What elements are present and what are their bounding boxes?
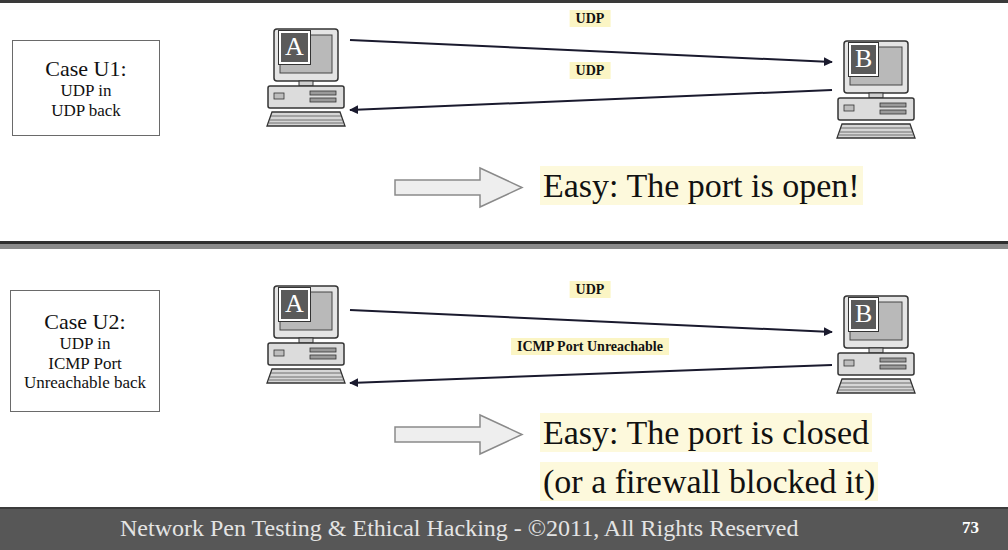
top-rule bbox=[0, 0, 1008, 3]
footer-bar bbox=[0, 507, 1008, 550]
host-letter: B bbox=[849, 298, 878, 331]
result-arrow bbox=[395, 168, 522, 207]
host-letter: A bbox=[279, 288, 310, 321]
message-label: UDP bbox=[570, 281, 611, 298]
message-label: ICMP Port Unreachable bbox=[511, 338, 669, 355]
page-number: 73 bbox=[962, 518, 979, 538]
message-arrow bbox=[350, 90, 832, 110]
computer-icon: A bbox=[266, 285, 346, 385]
host-letter: A bbox=[279, 31, 310, 64]
message-label: UDP bbox=[570, 10, 611, 27]
footer-rule bbox=[0, 507, 1008, 509]
case-description: UDP back bbox=[18, 101, 154, 121]
case-box: Case U2:UDP inICMP Port Unreachable back bbox=[10, 290, 160, 412]
computer-icon: B bbox=[836, 295, 916, 395]
message-arrow bbox=[350, 310, 832, 332]
case-description: UDP in bbox=[18, 81, 154, 101]
result-text: (or a firewall blocked it) bbox=[540, 462, 878, 501]
result-arrow bbox=[395, 415, 522, 454]
result-text: Easy: The port is closed bbox=[540, 413, 872, 452]
host-letter: B bbox=[849, 43, 878, 76]
computer-icon: B bbox=[836, 40, 916, 140]
message-arrow bbox=[350, 365, 832, 383]
message-label: UDP bbox=[570, 62, 611, 79]
divider-band bbox=[0, 244, 1008, 249]
case-box: Case U1:UDP inUDP back bbox=[12, 40, 160, 136]
case-description: ICMP Port Unreachable back bbox=[17, 354, 153, 393]
message-arrow bbox=[350, 40, 832, 62]
result-text: Easy: The port is open! bbox=[540, 166, 863, 205]
computer-icon: A bbox=[266, 28, 346, 128]
divider-rule bbox=[0, 241, 1008, 244]
case-title: Case U1: bbox=[45, 56, 126, 81]
case-description: UDP in bbox=[17, 334, 153, 354]
footer-text: Network Pen Testing & Ethical Hacking - … bbox=[120, 514, 798, 543]
case-title: Case U2: bbox=[44, 309, 125, 334]
